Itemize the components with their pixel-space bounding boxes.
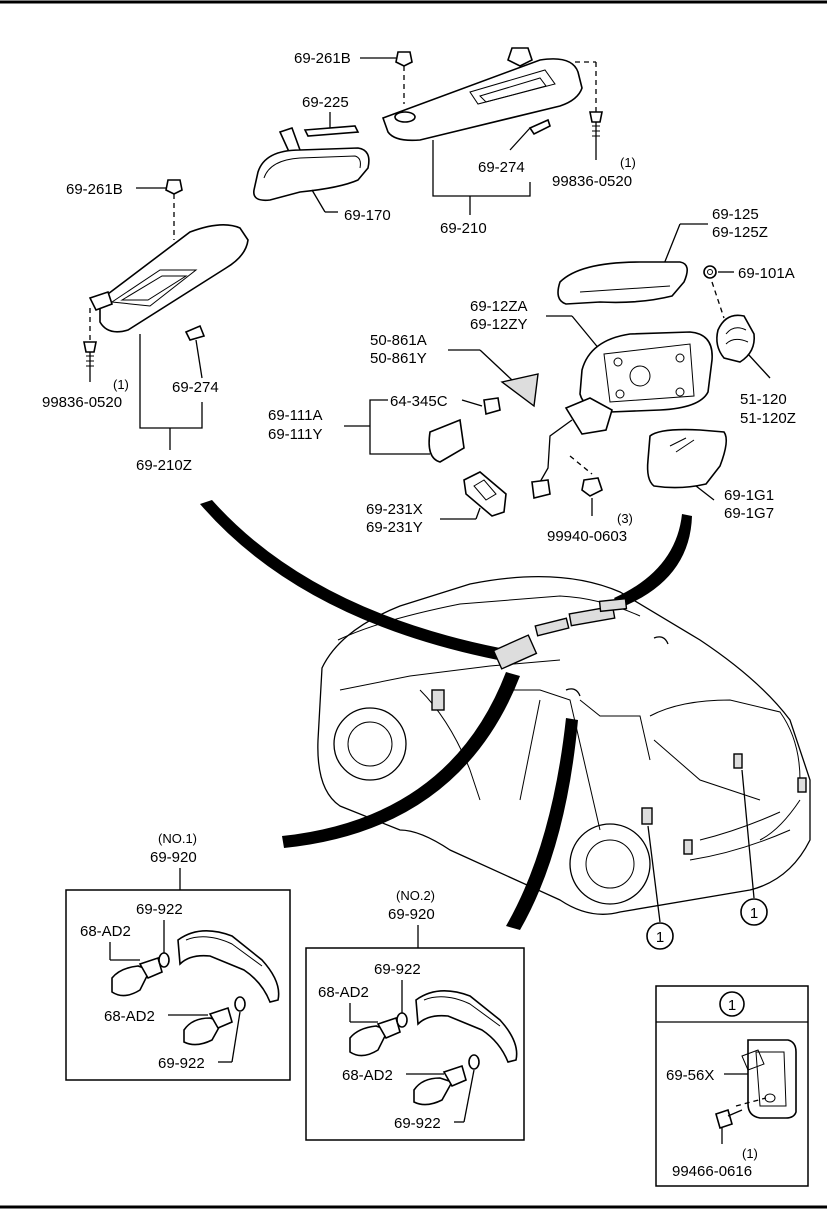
label-51-120Z: 51-120Z: [740, 410, 796, 427]
label-69-12ZY: 69-12ZY: [470, 316, 528, 333]
label-69-1G7: 69-1G7: [724, 505, 774, 522]
label-99836-left-qty: (1): [113, 377, 129, 392]
label-69-170: 69-170: [344, 207, 391, 224]
label-no1-68-AD2-b: 68-AD2: [104, 1008, 155, 1025]
cover-69-225: [303, 125, 360, 137]
label-69-101A: 69-101A: [738, 265, 795, 282]
screw-99836-left: [83, 341, 97, 372]
leader-arc-grip-2: [506, 718, 578, 930]
mirror-glass-69-1G1: [646, 428, 728, 489]
wire-harness: [531, 419, 573, 499]
vehicle-illustration: [317, 576, 811, 915]
label-69-1G1: 69-1G1: [724, 487, 774, 504]
label-no1: (NO.1): [158, 831, 197, 846]
label-99836-top-qty: (1): [620, 155, 636, 170]
label-no1-69-922-a: 69-922: [136, 901, 183, 918]
nut-99940: [581, 477, 603, 497]
callout-1-right: 1: [740, 898, 768, 926]
label-69-111Y: 69-111Y: [268, 426, 323, 443]
callout-1-left: 1: [646, 922, 674, 950]
sun-visor-left: [88, 224, 249, 341]
label-69-261B-top: 69-261B: [294, 50, 351, 67]
grip-box-no2: [305, 947, 525, 1141]
grip-handle-no1: [177, 930, 280, 1003]
mirror-cover-69-125: [557, 261, 688, 305]
label-no2-69-920: 69-920: [388, 906, 435, 923]
label-no1-69-920: 69-920: [150, 849, 197, 866]
rear-view-mirror-69-170: [253, 126, 370, 202]
label-no2: (NO.2): [396, 888, 435, 903]
label-69-274-top: 69-274: [478, 159, 525, 176]
label-69-225: 69-225: [302, 94, 349, 111]
label-no2-68-AD2-a: 68-AD2: [318, 984, 369, 1001]
label-99836-left: 99836-0520: [42, 394, 122, 411]
label-69-210: 69-210: [440, 220, 487, 237]
leader-arc-left-visor: [200, 500, 500, 660]
label-69-56X: 69-56X: [666, 1067, 714, 1084]
label-no2-69-922-a: 69-922: [374, 961, 421, 978]
label-69-231Y: 69-231Y: [366, 519, 423, 536]
label-69-125: 69-125: [712, 206, 759, 223]
label-no2-68-AD2-b: 68-AD2: [342, 1067, 393, 1084]
label-50-861Y: 50-861Y: [370, 350, 427, 367]
label-99836-top: 99836-0520: [552, 173, 632, 190]
callout-1-right-text: 1: [750, 905, 758, 922]
grip-handle-no2: [415, 990, 518, 1063]
clip-69-261B-top: [395, 51, 413, 104]
label-69-261B-left: 69-261B: [66, 181, 123, 198]
label-99940-qty: (3): [617, 511, 633, 526]
label-50-861A: 50-861A: [370, 332, 427, 349]
nut-69-101A: [703, 265, 717, 279]
label-no2-69-922-b: 69-922: [394, 1115, 441, 1132]
label-64-345C: 64-345C: [390, 393, 448, 410]
label-69-231X: 69-231X: [366, 501, 423, 518]
label-no1-68-AD2-a: 68-AD2: [80, 923, 131, 940]
label-no1-69-922-b: 69-922: [158, 1055, 205, 1072]
seal-69-231X: [463, 471, 507, 517]
grip-box-no1: [65, 889, 291, 1081]
label-69-210Z: 69-210Z: [136, 457, 192, 474]
label-69-12ZA: 69-12ZA: [470, 298, 528, 315]
leader-arc-grip-1: [282, 672, 520, 848]
callout-1-left-text: 1: [656, 929, 664, 946]
bracket-no1-b: [183, 996, 246, 1046]
clip-69-261B-left: [165, 179, 183, 195]
garnish-50-861A: [500, 373, 539, 408]
label-69-125Z: 69-125Z: [712, 224, 768, 241]
bracket-69-56X: [741, 1039, 797, 1119]
clip-64-345C: [483, 397, 501, 416]
bolt-99466: [715, 1108, 743, 1130]
label-69-274-left: 69-274: [172, 379, 219, 396]
label-99940: 99940-0603: [547, 528, 627, 545]
motor-51-120: [716, 314, 756, 363]
mirror-housing-69-12ZA: [564, 331, 713, 435]
bracket-no2-a: [349, 1012, 408, 1057]
bracket-no1-a: [111, 952, 170, 997]
label-51-120: 51-120: [740, 391, 787, 408]
label-69-111A: 69-111A: [268, 407, 323, 424]
sun-visor-right: [381, 47, 583, 142]
screw-99836-top: [589, 111, 603, 140]
bracket-no2-b: [413, 1054, 480, 1106]
label-99466-qty: (1): [742, 1146, 758, 1161]
detail-box-1-header: 1: [728, 997, 736, 1014]
speaker-cover-69-111A: [428, 418, 465, 463]
label-99466: 99466-0616: [672, 1163, 752, 1180]
